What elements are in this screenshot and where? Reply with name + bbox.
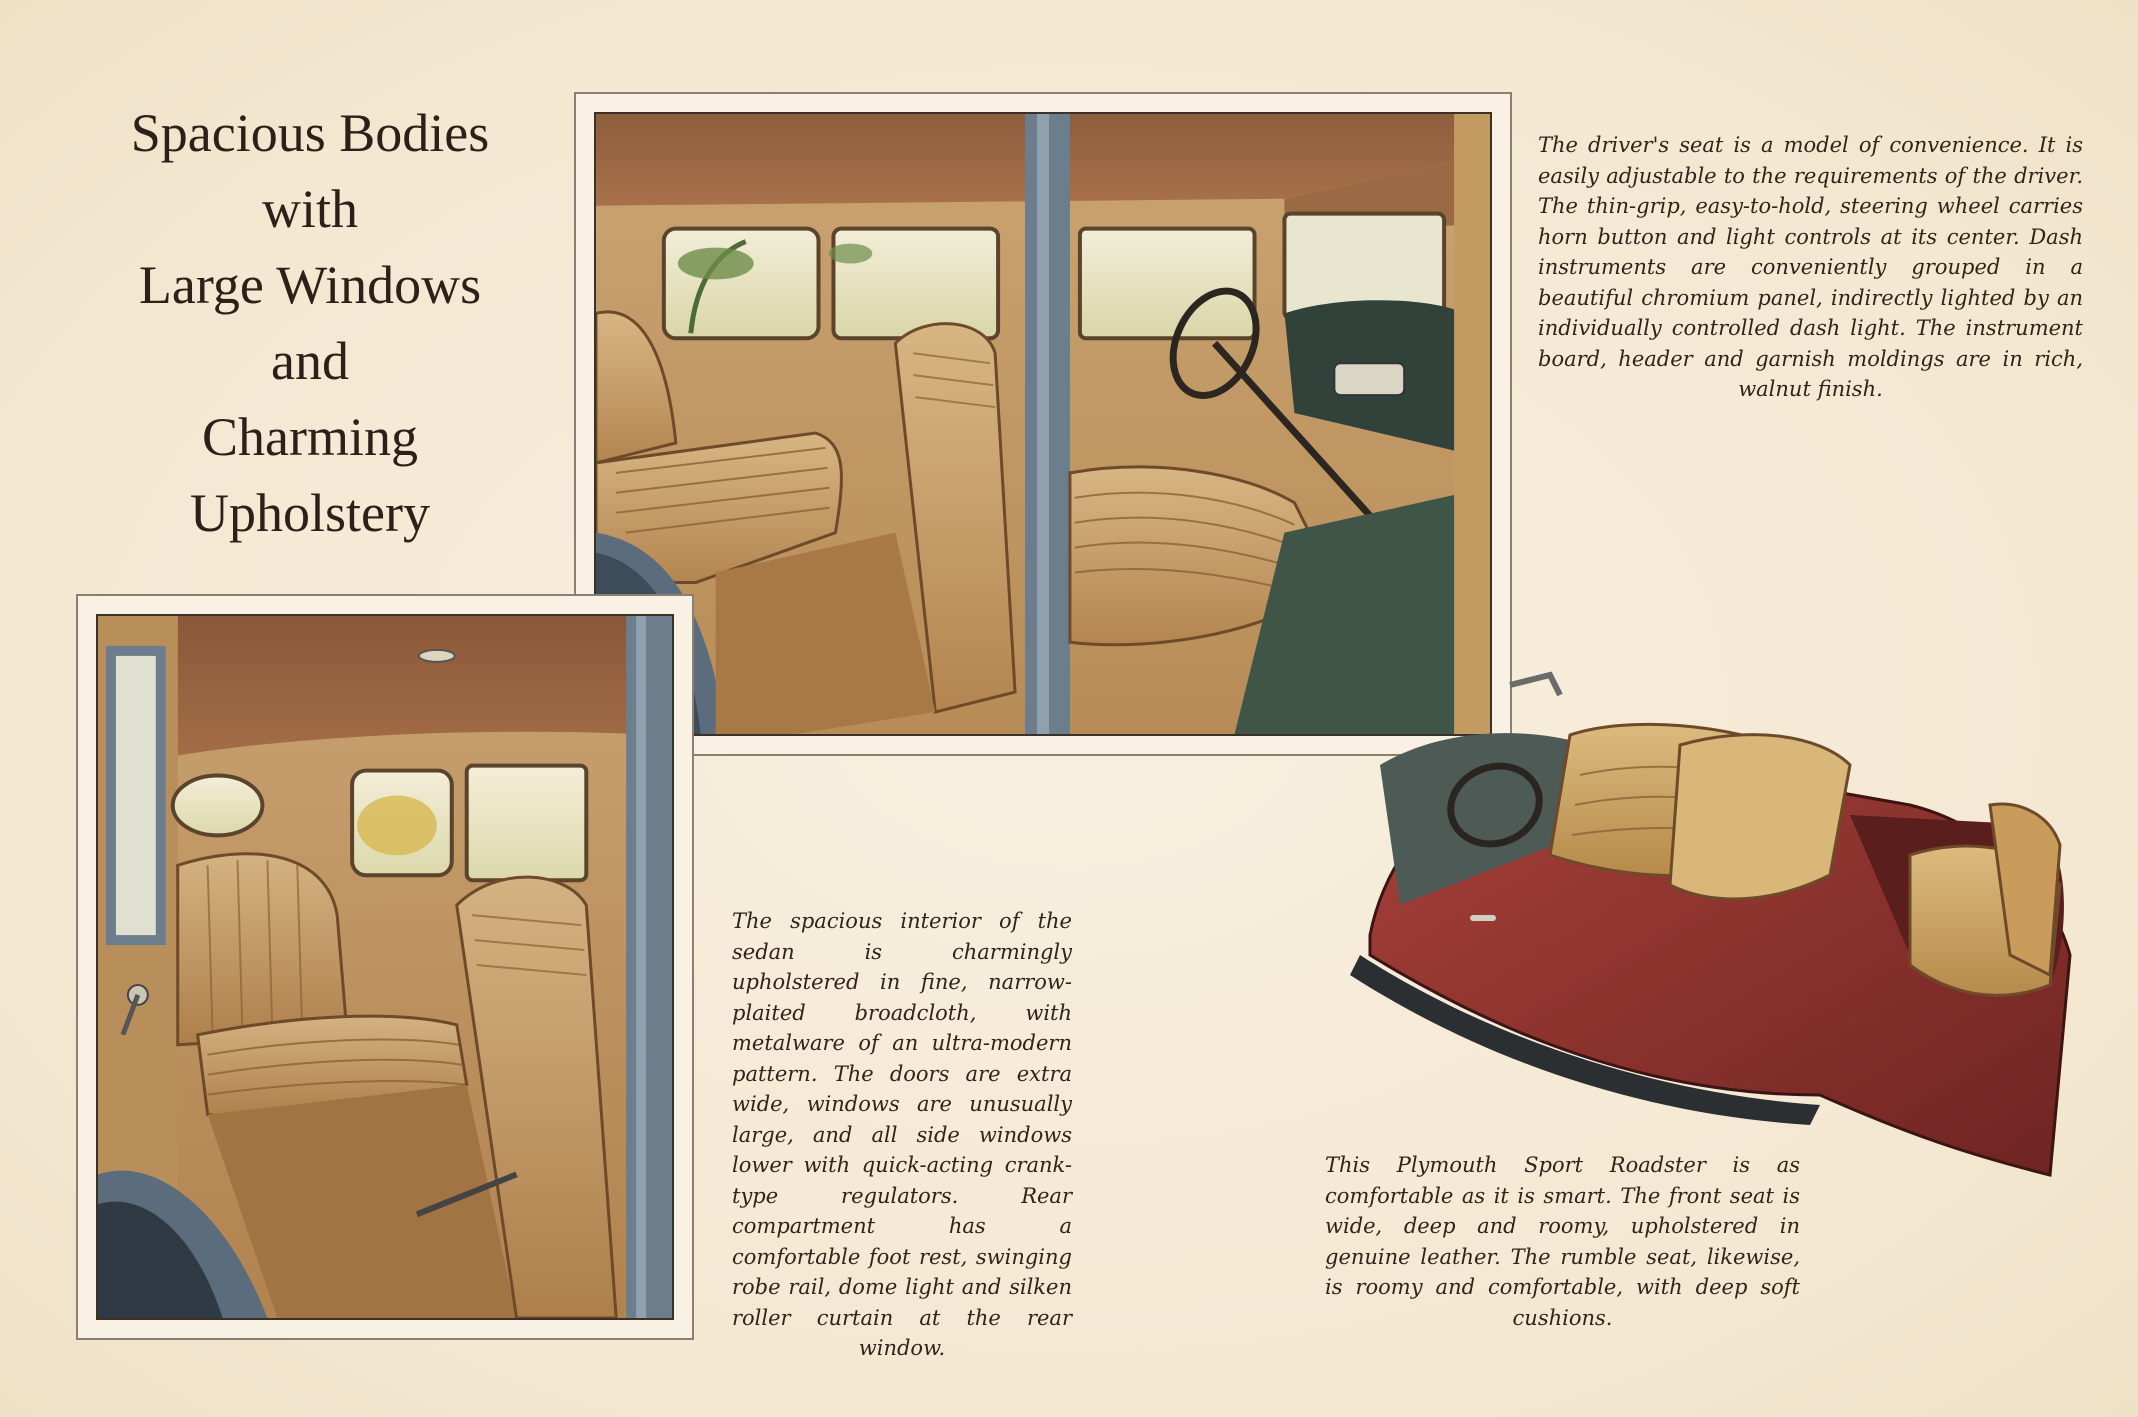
headline-line-3: Large Windows (138, 255, 482, 315)
sedan-interior-caption: The spacious interior of the sedan is ch… (732, 909, 1072, 1360)
front-interior-illustration (594, 112, 1492, 736)
roadster-illustration (1350, 655, 2090, 1195)
headline: Spacious Bodies with Large Windows and C… (90, 95, 530, 551)
sport-roadster-caption: This Plymouth Sport Roadster is as comfo… (1325, 1153, 1800, 1330)
headline-line-4: and (271, 331, 349, 391)
headline-line-1: Spacious Bodies (130, 103, 490, 163)
headline-line-5: Charming (202, 407, 418, 467)
headline-line-2: with (261, 179, 358, 239)
rear-interior-frame (76, 594, 694, 1340)
headline-line-6: Upholstery (190, 483, 430, 543)
rear-interior-illustration (96, 614, 674, 1320)
front-interior-frame (574, 92, 1512, 756)
driver-seat-caption: The driver's seat is a model of convenie… (1538, 133, 2083, 401)
